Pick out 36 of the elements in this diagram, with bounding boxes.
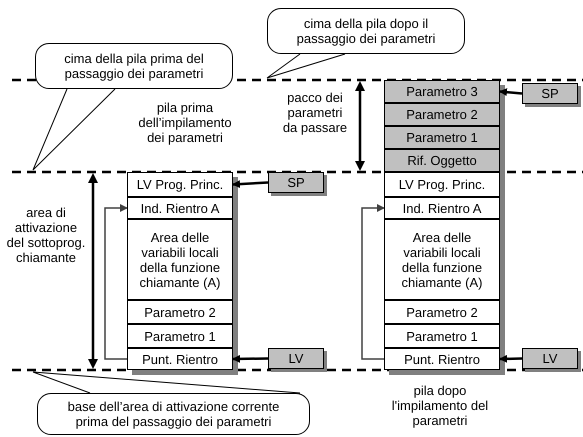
stack-cell: Parametro 1 <box>384 324 500 348</box>
stack-cell: Area delle variabili locali della funzione chiamante (A) <box>127 219 233 300</box>
stack-cell: Area delle variabili locali della funzione chiamante (A) <box>384 219 500 300</box>
caption-text: area di attivazione del sottoprog. chiamante <box>6 205 86 265</box>
stack-cell: LV Prog. Princ. <box>384 172 500 197</box>
arrow <box>232 354 268 363</box>
stack-cell: Parametro 3 <box>384 80 500 103</box>
leader-line <box>266 54 346 78</box>
speech-bubble: cima della pila prima del passaggio dei parametri <box>35 43 233 89</box>
register-tag: LV <box>268 348 324 369</box>
register-tag: SP <box>522 83 578 104</box>
register-tag: LV <box>522 348 578 369</box>
stack-cell: Parametro 1 <box>127 324 233 348</box>
caption-text: pila prima dell’impilamento dei parametri <box>137 100 233 145</box>
stack-cell: Parametro 2 <box>384 103 500 126</box>
stack-cell: Parametro 1 <box>384 126 500 149</box>
stack-cell: Ind. Rientro A <box>384 197 500 219</box>
caption-text: pacco dei parametri da passare <box>282 90 348 135</box>
caption-text: pila dopo l'impilamento del parametri <box>390 383 490 428</box>
arrow <box>499 88 522 96</box>
speech-bubble: cima della pila dopo il passaggio dei parametri <box>267 8 465 54</box>
leader-line <box>32 88 116 170</box>
stack-cell: Parametro 2 <box>127 300 233 324</box>
arrow <box>232 180 268 188</box>
stack-cell: LV Prog. Princ. <box>127 172 233 197</box>
arrow <box>104 204 128 360</box>
arrow <box>499 354 522 363</box>
stack-cell: Punt. Rientro <box>127 348 233 370</box>
register-tag: SP <box>268 172 324 193</box>
stack-cell: Ind. Rientro A <box>127 197 233 219</box>
stack-cell: Punt. Rientro <box>384 348 500 370</box>
leader-line <box>32 372 300 394</box>
arrow <box>361 204 385 360</box>
stack-cell: Rif. Oggetto <box>384 149 500 172</box>
stack-cell: Parametro 2 <box>384 300 500 324</box>
speech-bubble: base dell’area di attivazione corrente prima del passaggio dei parametri <box>37 393 310 435</box>
